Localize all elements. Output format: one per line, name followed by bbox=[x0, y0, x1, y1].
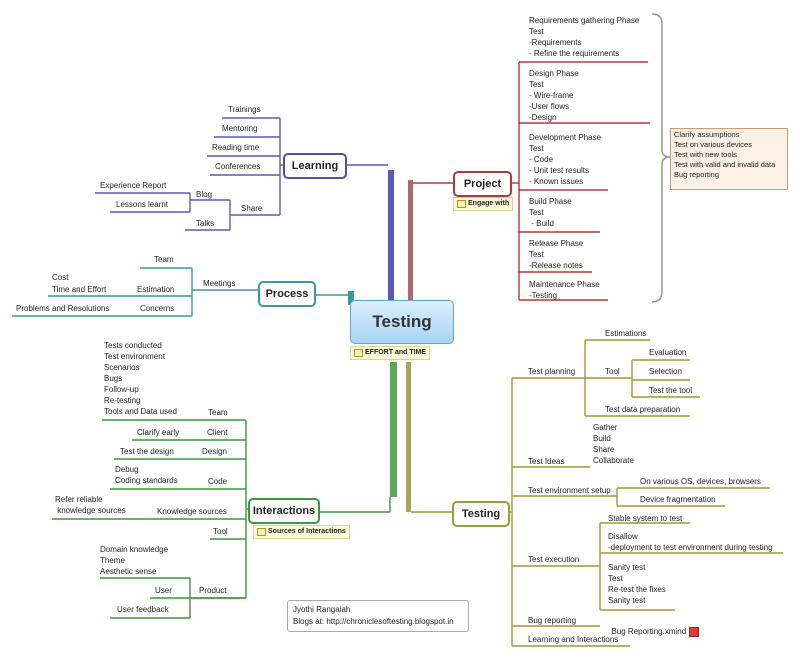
process-team[interactable]: Team bbox=[154, 255, 174, 264]
testing-device-frag[interactable]: Device fragmentation bbox=[640, 495, 716, 504]
learning-experience-report[interactable]: Experience Report bbox=[100, 181, 167, 190]
interactions-product[interactable]: Product bbox=[199, 586, 227, 595]
testing-disallow[interactable]: Disallow -deployment to test environment… bbox=[608, 532, 773, 552]
process-time-effort[interactable]: Time and Effort bbox=[52, 285, 107, 294]
project-phase-maintenance[interactable]: Maintenance Phase -Testing bbox=[529, 280, 600, 300]
interactions-client[interactable]: Client bbox=[207, 428, 228, 437]
learning-item-mentoring[interactable]: Mentoring bbox=[222, 124, 258, 133]
interactions-user[interactable]: User bbox=[155, 586, 172, 595]
bug-file-label: Bug Reporting.xmind bbox=[611, 627, 687, 636]
author-box[interactable]: Jyothi Rangaiah Blogs at: http://chronic… bbox=[287, 600, 469, 632]
learning-item-reading[interactable]: Reading time bbox=[212, 143, 260, 152]
interactions-test-design[interactable]: Test the design bbox=[120, 447, 174, 456]
testing-evaluation[interactable]: Evaluation bbox=[649, 348, 687, 357]
project-phase-requirements[interactable]: Requirements gathering Phase Test -Requi… bbox=[529, 16, 640, 58]
testing-tool[interactable]: Tool bbox=[605, 367, 620, 376]
interactions-knowledge[interactable]: Knowledge sources bbox=[157, 507, 227, 516]
note-icon bbox=[257, 528, 266, 536]
process-estimation[interactable]: Estimation bbox=[137, 285, 175, 294]
project-phase-build[interactable]: Build Phase Test - Build bbox=[529, 197, 572, 228]
topic-project[interactable]: Project bbox=[453, 171, 512, 197]
topic-interactions[interactable]: Interactions bbox=[248, 498, 320, 524]
learning-lessons-learnt[interactable]: Lessons learnt bbox=[116, 200, 169, 209]
testing-ideas-list[interactable]: Gather Build Share Collaborate bbox=[593, 423, 634, 465]
testing-learning-interactions[interactable]: Learning and Interactions bbox=[528, 635, 619, 644]
topic-process[interactable]: Process bbox=[258, 281, 316, 307]
testing-env-os[interactable]: On various OS, devices, browsers bbox=[640, 477, 761, 486]
testing-estimations[interactable]: Estimations bbox=[605, 329, 647, 338]
testing-bug-reporting[interactable]: Bug reporting bbox=[528, 616, 577, 625]
learning-talks[interactable]: Talks bbox=[196, 219, 215, 228]
learning-blog[interactable]: Blog bbox=[196, 190, 213, 199]
author-name: Jyothi Rangaiah bbox=[293, 605, 351, 614]
testing-stable[interactable]: Stable system to test bbox=[608, 514, 683, 523]
interactions-code-list[interactable]: Debug Coding standards bbox=[115, 465, 178, 485]
central-note-text: EFFORT and TIME bbox=[365, 349, 427, 356]
testing-bug-file[interactable]: Bug Reporting.xmind bbox=[607, 615, 700, 637]
interactions-design[interactable]: Design bbox=[202, 447, 227, 456]
interactions-tool[interactable]: Tool bbox=[213, 527, 228, 536]
testing-sanity[interactable]: Sanity test Test Re-test the fixes Sanit… bbox=[608, 563, 666, 605]
interactions-note[interactable]: Sources of Interactions bbox=[253, 525, 350, 539]
testing-planning[interactable]: Test planning bbox=[528, 367, 576, 376]
central-note[interactable]: EFFORT and TIME bbox=[350, 346, 431, 360]
project-phase-design[interactable]: Design Phase Test - Wire-frame -User flo… bbox=[529, 69, 579, 122]
author-blog: Blogs at: http://chroniclesoftesting.blo… bbox=[293, 617, 454, 626]
note-icon bbox=[457, 200, 466, 208]
testing-execution[interactable]: Test execution bbox=[528, 555, 580, 564]
project-note-text: Engage with bbox=[468, 200, 510, 207]
testing-env-setup[interactable]: Test environment setup bbox=[528, 486, 611, 495]
project-note[interactable]: Engage with bbox=[453, 197, 514, 211]
interactions-product-list[interactable]: Domain knowledge Theme Aesthetic sense bbox=[100, 545, 169, 576]
interactions-note-text: Sources of Interactions bbox=[268, 528, 346, 535]
project-phase-development[interactable]: Development Phase Test - Code - Unit tes… bbox=[529, 133, 602, 186]
interactions-user-feedback[interactable]: User feedback bbox=[117, 605, 169, 614]
interactions-clarify-early[interactable]: Clarify early bbox=[137, 428, 180, 437]
xmind-file-icon bbox=[689, 626, 700, 637]
project-phase-release[interactable]: Release Phase Test -Release notes bbox=[529, 239, 584, 270]
process-cost[interactable]: Cost bbox=[52, 273, 69, 282]
process-concerns[interactable]: Concerns bbox=[140, 304, 175, 313]
interactions-team[interactable]: Team bbox=[208, 408, 228, 417]
interactions-code[interactable]: Code bbox=[208, 477, 228, 486]
testing-data-prep[interactable]: Test data preparation bbox=[605, 405, 681, 414]
learning-item-conferences[interactable]: Conferences bbox=[215, 162, 261, 171]
process-meetings[interactable]: Meetings bbox=[203, 279, 236, 288]
topic-testing[interactable]: Testing bbox=[452, 501, 510, 527]
testing-selection[interactable]: Selection bbox=[649, 367, 682, 376]
project-callout[interactable]: Clarify assumptions Test on various devi… bbox=[670, 128, 788, 190]
process-problems[interactable]: Problems and Resolutions bbox=[16, 304, 110, 313]
testing-ideas[interactable]: Test Ideas bbox=[528, 457, 565, 466]
interactions-team-list[interactable]: Tests conducted Test environment Scenari… bbox=[104, 341, 177, 416]
topic-learning[interactable]: Learning bbox=[283, 153, 347, 179]
learning-share[interactable]: Share bbox=[241, 204, 263, 213]
central-topic[interactable]: Testing bbox=[350, 300, 454, 344]
interactions-refer[interactable]: Refer reliable knowledge sources bbox=[55, 495, 126, 515]
note-icon bbox=[354, 349, 363, 357]
testing-test-tool[interactable]: Test the tool bbox=[649, 386, 693, 395]
learning-item-trainings[interactable]: Trainings bbox=[228, 105, 261, 114]
